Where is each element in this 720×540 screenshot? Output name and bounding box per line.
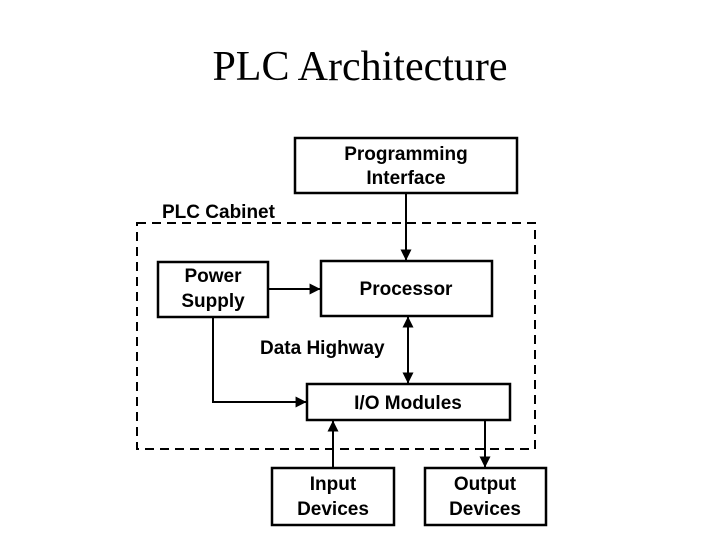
power-supply-box: Power Supply <box>156 260 270 319</box>
power-supply-label-line2: Supply <box>181 291 245 312</box>
input-devices-box: Input Devices <box>270 466 396 527</box>
input-devices-label-line2: Devices <box>297 499 369 520</box>
programming-interface-box: Programming Interface <box>293 136 519 195</box>
processor-label: Processor <box>360 279 454 300</box>
output-devices-box: Output Devices <box>423 466 548 527</box>
processor-box: Processor <box>319 259 494 318</box>
plc-cabinet-label: PLC Cabinet <box>162 202 276 223</box>
io-modules-label: I/O Modules <box>354 393 462 414</box>
input-devices-label-line1: Input <box>310 474 357 495</box>
arrow-power-to-io-modules <box>212 317 307 408</box>
programming-interface-label-line2: Interface <box>366 168 445 189</box>
programming-interface-label-line1: Programming <box>344 144 468 165</box>
page-title: PLC Architecture <box>212 44 508 90</box>
output-devices-label-line1: Output <box>454 474 517 495</box>
io-modules-box: I/O Modules <box>305 382 512 422</box>
data-highway-label: Data Highway <box>260 338 385 359</box>
power-supply-label-line1: Power <box>184 266 242 287</box>
plc-cabinet-boundary <box>136 222 536 450</box>
output-devices-label-line2: Devices <box>449 499 521 520</box>
